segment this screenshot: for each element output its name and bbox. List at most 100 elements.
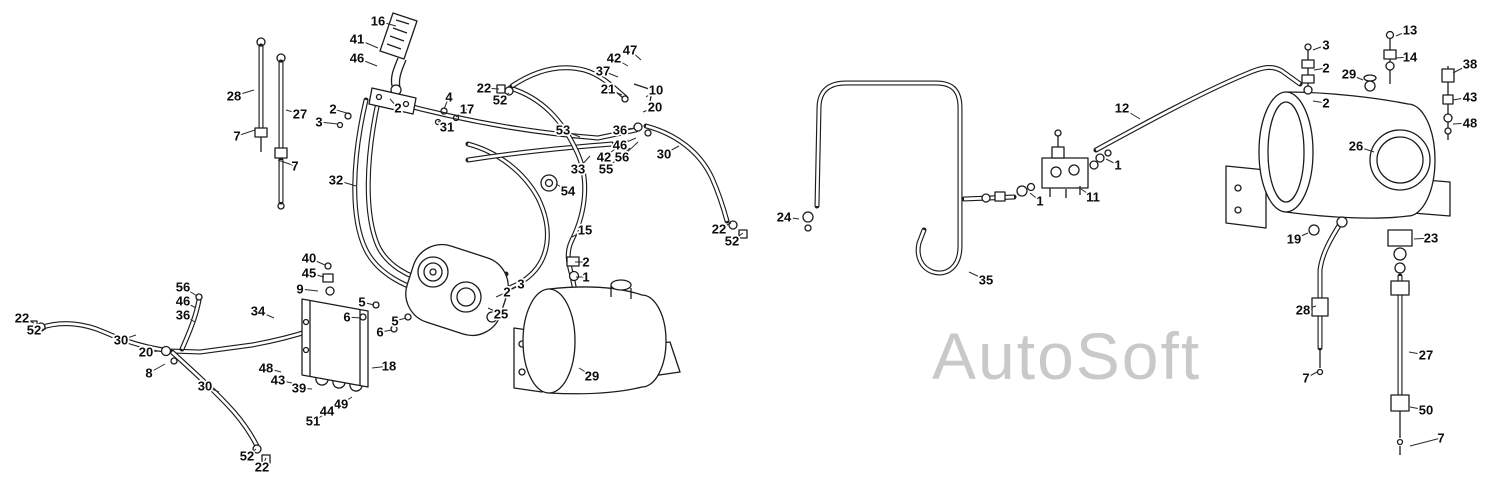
leader-line (602, 70, 619, 78)
leader-line (204, 385, 220, 393)
part-number-label: 31 (440, 120, 454, 135)
leader-line (437, 120, 448, 128)
part-number-label: 48 (1463, 116, 1477, 131)
leader-line (1395, 56, 1411, 59)
leader-line (968, 271, 987, 281)
leader-line (619, 127, 636, 131)
part-number-label: 43 (1463, 90, 1477, 105)
leader-line (361, 301, 375, 306)
leader-line (246, 448, 257, 457)
leader-line (577, 155, 591, 170)
part-number-label: 17 (460, 102, 474, 117)
leader-line (495, 291, 508, 298)
leader-line (371, 365, 390, 369)
leader-line (1080, 188, 1094, 198)
pipe-cross-mid-core (467, 142, 613, 162)
part-number-label: 50 (1419, 403, 1433, 418)
part-number-label: 52 (240, 449, 254, 464)
part-number-label: 20 (648, 100, 662, 115)
leader-line (605, 147, 631, 170)
leader-line (645, 89, 657, 98)
part-number-label: 1 (1036, 194, 1043, 209)
pipe-lower-left-run (37, 321, 315, 355)
air-tank-left (513, 279, 681, 395)
part-number-label: 19 (1287, 232, 1301, 247)
leader-line (571, 229, 586, 238)
part-number-label: 42 (597, 150, 611, 165)
part-number-label: 2 (1322, 96, 1329, 111)
leader-line (335, 179, 357, 187)
leader-line (182, 300, 197, 309)
leader-line (377, 20, 397, 27)
leader-line (783, 216, 800, 220)
leader-line (346, 316, 362, 319)
fittings-lower-left (28, 293, 271, 464)
pipe-lower-left-branch (169, 349, 260, 449)
leader-line (455, 108, 468, 118)
leader-line (308, 257, 326, 266)
part-number-label: 52 (493, 93, 507, 108)
pipe-valve-to-tank-core (1095, 66, 1301, 152)
part-number-label: 54 (561, 184, 576, 199)
pipe-u-bend (814, 80, 963, 276)
part-number-label: 8 (145, 366, 152, 381)
leader-line (1395, 29, 1411, 37)
leader-line (629, 49, 642, 61)
part-number-label: 3 (315, 115, 322, 130)
tank-top-fittings (1301, 30, 1455, 140)
bracket-fasteners-upper (322, 262, 335, 296)
leader-line (332, 108, 351, 115)
pipe-u-bend-core (815, 81, 962, 275)
leader-line (148, 363, 166, 374)
leader-line (379, 329, 393, 333)
part-number-label: 12 (1115, 101, 1129, 116)
leader-line (1452, 63, 1471, 74)
leader-line (277, 159, 296, 167)
leader-line (1305, 371, 1318, 379)
part-number-label: 1 (1114, 158, 1121, 173)
part-number-label: 25 (494, 307, 508, 322)
leader-line (1413, 237, 1432, 240)
leader-line (277, 379, 293, 384)
leader-line (145, 350, 161, 353)
part-number-label: 51 (306, 414, 320, 429)
leader-line (265, 367, 282, 373)
part-number-label: 9 (296, 282, 303, 297)
pipe-top-curve-core (511, 66, 627, 100)
part-number-label: 48 (259, 361, 273, 376)
leader-line (731, 232, 744, 242)
leader-line (1312, 44, 1327, 51)
part-number-label: 34 (251, 304, 266, 319)
pipe-fittings-left (254, 37, 288, 210)
leader-line (621, 141, 639, 158)
part-number-label: 46 (613, 138, 627, 153)
leader-line (236, 129, 256, 137)
part-number-label: 7 (291, 159, 298, 174)
leader-line (21, 317, 35, 324)
pedal-fasteners (336, 107, 460, 129)
part-number-label: 6 (343, 310, 350, 325)
part-number-label: 16 (371, 14, 385, 29)
part-number-label: 36 (176, 308, 190, 323)
part-number-label: 22 (15, 311, 29, 326)
leader-line (1408, 351, 1427, 356)
tube-end-fitting-right (728, 220, 748, 239)
leader-line (394, 317, 407, 322)
part-number-label: 4 (445, 90, 453, 105)
part-number-label: 28 (227, 89, 241, 104)
leader-line (356, 57, 378, 67)
part-number-label: 26 (1349, 139, 1363, 154)
part-number-label: 2 (329, 102, 336, 117)
part-number-label: 46 (176, 294, 190, 309)
part-number-label: 14 (1403, 50, 1418, 65)
leader-line (312, 412, 328, 422)
leader-line (613, 57, 629, 67)
leader-line (562, 129, 581, 138)
leader-line (487, 307, 502, 315)
leader-line (1452, 96, 1471, 101)
part-number-label: 6 (376, 325, 383, 340)
pipe-lower-left-stub-core (180, 299, 201, 350)
part-number-label: 56 (176, 280, 190, 295)
part-number-label: 20 (139, 345, 153, 360)
leader-line (1348, 73, 1364, 81)
